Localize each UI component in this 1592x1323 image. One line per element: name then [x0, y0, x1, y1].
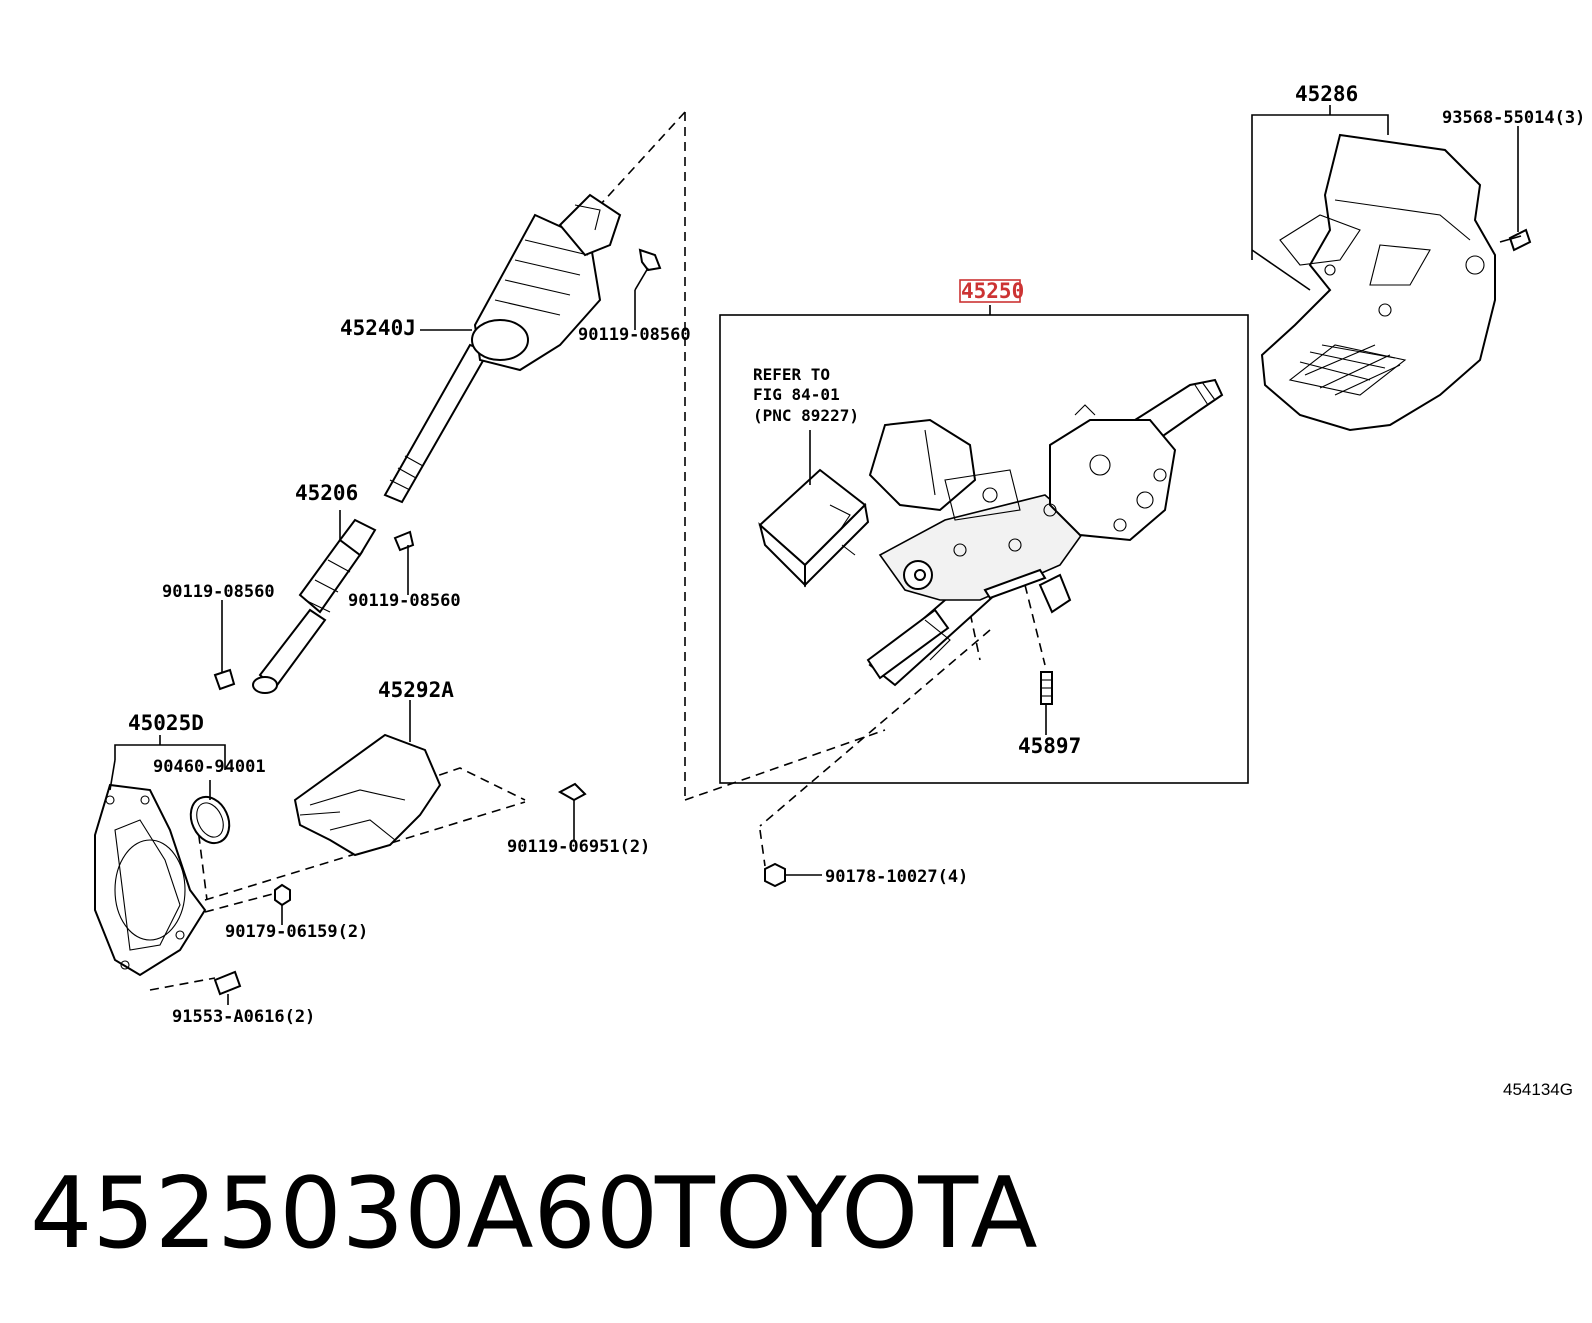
- label-45025d: 45025D: [128, 711, 204, 735]
- label-90119-left: 90119-08560: [162, 582, 275, 602]
- nut-90178[interactable]: [764, 862, 822, 888]
- label-45206: 45206: [295, 481, 358, 505]
- selected-part-highlight: [959, 279, 1021, 303]
- bolt-90119-06951[interactable]: [557, 782, 587, 840]
- label-45292a: 45292A: [378, 678, 454, 702]
- boot-assembly-45025d[interactable]: [94, 783, 207, 977]
- screw-93568[interactable]: [1499, 228, 1532, 252]
- label-90460: 90460-94001: [153, 757, 266, 777]
- column-cover-45286[interactable]: [1260, 133, 1496, 432]
- bolt-90119-upper[interactable]: [634, 248, 662, 330]
- bolt-91553[interactable]: [213, 970, 242, 1005]
- refer-note-line3: (PNC 89227): [753, 406, 859, 425]
- universal-joint-45206[interactable]: [252, 510, 377, 694]
- caption: 4525030A60 TOYOTA: [30, 1157, 1038, 1271]
- brand-name: TOYOTA: [654, 1157, 1038, 1271]
- bolt-90119-middle[interactable]: [393, 530, 415, 595]
- label-45250: 45250: [961, 279, 1024, 303]
- leader-45025d: [109, 735, 226, 791]
- label-90119-middle: 90119-08560: [348, 591, 461, 611]
- label-90178: 90178-10027(4): [825, 867, 968, 887]
- assembly-frame: [719, 314, 1249, 784]
- nut-90179[interactable]: [274, 883, 291, 925]
- steering-column-45250[interactable]: [866, 378, 1224, 687]
- label-45240j: 45240J: [340, 316, 416, 340]
- intermediate-shaft-45240j[interactable]: [383, 193, 622, 504]
- refer-note-line1: REFER TO: [753, 365, 830, 384]
- figure-code: 454134G: [1503, 1080, 1573, 1099]
- bolt-90119-left[interactable]: [213, 600, 236, 691]
- label-93568: 93568-55014(3): [1442, 108, 1585, 128]
- bolt-45897[interactable]: [1040, 671, 1053, 735]
- ecu-module-89227[interactable]: [758, 430, 870, 588]
- clamp-90460[interactable]: [184, 780, 237, 849]
- column-cover-45292a[interactable]: [293, 700, 442, 857]
- leader-45286: [1251, 105, 1519, 291]
- refer-note-line2: FIG 84-01: [753, 385, 840, 404]
- label-90119-06951: 90119-06951(2): [507, 837, 650, 857]
- label-45897: 45897: [1018, 734, 1081, 758]
- dashed-guide-lines: [149, 111, 1046, 991]
- label-91553: 91553-A0616(2): [172, 1007, 315, 1027]
- label-45286: 45286: [1295, 82, 1358, 106]
- label-90119-upper: 90119-08560: [578, 325, 691, 345]
- callout-labels: 45286 93568-55014(3) 45250 45240J 90119-…: [128, 82, 1585, 1099]
- part-number: 4525030A60: [30, 1157, 658, 1271]
- label-90179: 90179-06159(2): [225, 922, 368, 942]
- column-assembly-box: [719, 305, 1249, 784]
